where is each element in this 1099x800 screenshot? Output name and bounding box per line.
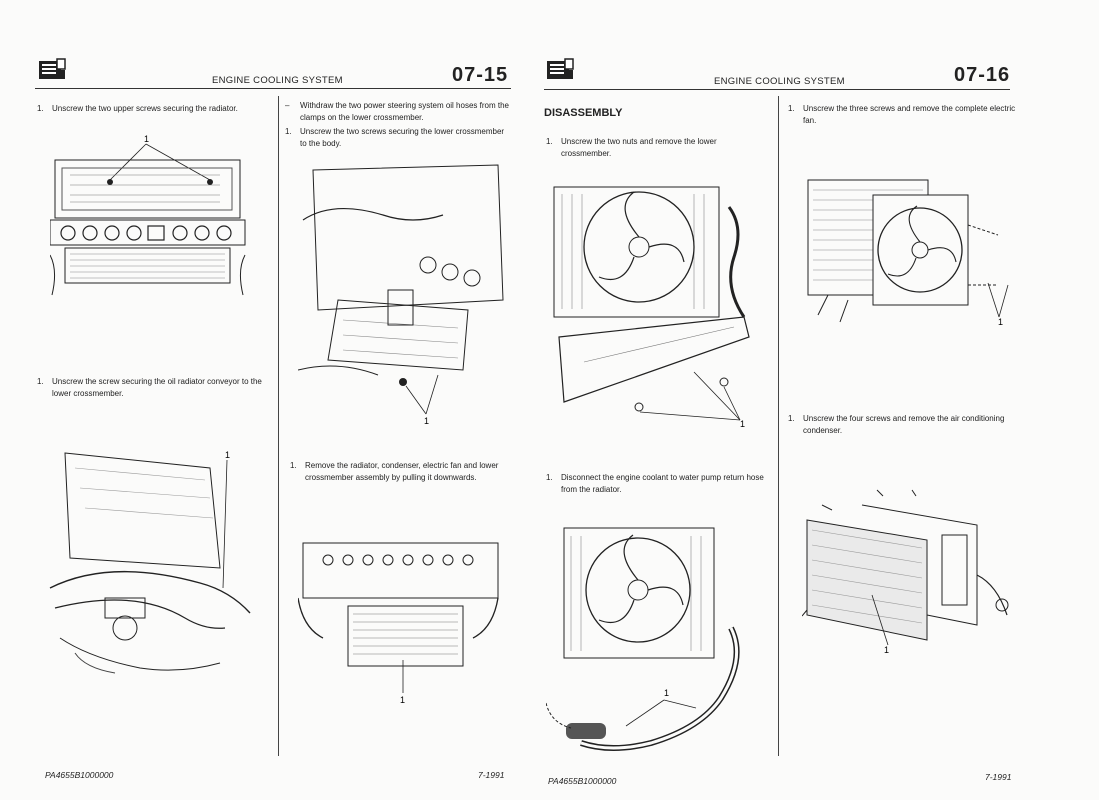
header-title: ENGINE COOLING SYSTEM — [714, 76, 845, 87]
instruction-step: 1. Unscrew the two screws securing the l… — [285, 127, 505, 148]
page-left: ENGINE COOLING SYSTEM 07-15 1. Unscrew t… — [0, 0, 545, 800]
footer-date: 7-1991 — [985, 772, 1012, 782]
header-rule — [544, 89, 1010, 90]
page-right: ENGINE COOLING SYSTEM 07-16 DISASSEMBLY … — [540, 0, 1099, 800]
figure-callout: 1 — [664, 688, 669, 698]
instruction-step: 1. Unscrew the screw securing the oil ra… — [37, 377, 262, 398]
instruction-step: – Withdraw the two power steering system… — [285, 101, 509, 122]
footer-date: 7-1991 — [478, 770, 505, 780]
page-number: 07-16 — [954, 64, 1011, 86]
instruction-step: 1. Unscrew the three screws and remove t… — [788, 104, 1016, 125]
column-divider — [278, 96, 279, 756]
figure-callout: 1 — [884, 645, 889, 655]
header-title: ENGINE COOLING SYSTEM — [212, 75, 343, 86]
figure-callout: 1 — [740, 419, 745, 429]
instruction-step: 1. Unscrew the two nuts and remove the l… — [546, 137, 717, 158]
figure-condenser-removal: 1 — [802, 489, 1009, 655]
column-divider — [778, 96, 779, 756]
footer-code: PA4655B1000000 — [548, 776, 617, 786]
figure-electric-fan-removal: 1 — [807, 179, 1009, 327]
figure-callout: 1 — [998, 317, 1003, 327]
figure-lower-crossmember-removal: 1 — [553, 186, 750, 429]
figure-callout: 1 — [424, 416, 429, 426]
figure-lower-crossmember-screws: 1 — [298, 164, 504, 426]
instruction-step: 1. Remove the radiator, condenser, elect… — [290, 461, 499, 482]
figure-callout: 1 — [225, 450, 230, 460]
section-heading: DISASSEMBLY — [544, 107, 623, 119]
figure-coolant-return-hose: 1 — [546, 527, 740, 751]
instruction-step: 1. Unscrew the four screws and remove th… — [788, 414, 1005, 435]
figure-oil-radiator-conveyor: 1 — [49, 450, 251, 674]
footer-code: PA4655B1000000 — [45, 770, 114, 780]
instruction-step: 1. Unscrew the two upper screws securing… — [37, 104, 238, 113]
figure-radiator-assembly-removal: 1 — [298, 542, 499, 705]
figure-radiator-upper-screws: 1 — [50, 134, 246, 296]
book-logo-icon — [39, 58, 66, 79]
book-logo-icon — [547, 58, 574, 79]
figure-callout: 1 — [144, 134, 149, 144]
figure-callout: 1 — [400, 695, 405, 705]
header-rule — [35, 88, 511, 89]
page-number: 07-15 — [452, 64, 509, 86]
instruction-step: 1. Disconnect the engine coolant to wate… — [546, 473, 764, 494]
